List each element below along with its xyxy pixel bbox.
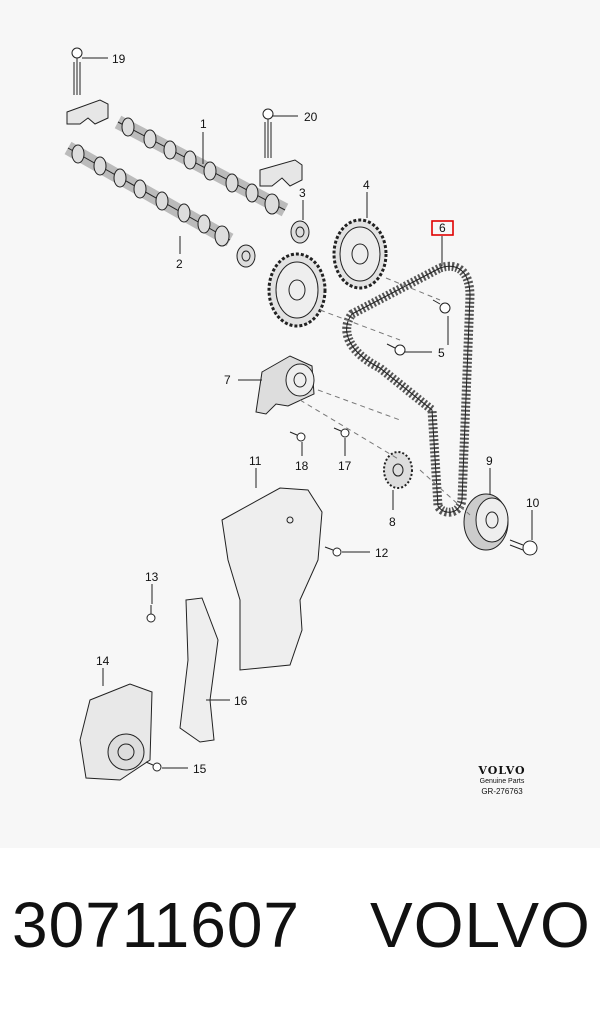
bolt-15-icon (145, 761, 162, 772)
callout-4: 4 (363, 178, 370, 192)
callout-leaders (82, 57, 533, 769)
callout-15: 15 (193, 762, 207, 776)
bolt-20-icon (262, 108, 274, 158)
bolt-10-icon (509, 539, 538, 556)
timing-cover-11-icon (221, 487, 323, 671)
bracket-16-icon (179, 597, 219, 743)
sprocket-4-icon (332, 218, 388, 290)
bearing-cap-left-icon (66, 99, 109, 125)
footer (0, 848, 600, 1018)
callout-10: 10 (526, 496, 540, 510)
callout-2: 2 (176, 257, 183, 271)
callout-1: 1 (200, 117, 207, 131)
bolt-19-icon (71, 47, 83, 95)
alignment-guides (299, 277, 471, 516)
callout-20: 20 (304, 110, 318, 124)
genuine-parts-label: Genuine Parts (479, 778, 525, 785)
camshaft-1-icon (114, 115, 289, 217)
bearing-cap-right-icon (259, 159, 303, 187)
crank-sprocket-8-icon (383, 451, 413, 489)
brand-stamp: VOLVO Genuine Parts GR-276763 (462, 764, 542, 796)
highlight-box-6 (431, 220, 454, 236)
bolt-13-icon (146, 605, 156, 623)
callout-5: 5 (438, 346, 445, 360)
exploded-view-drawing: 19 20 1 3 4 2 6 5 7 18 17 11 9 10 8 12 1… (64, 47, 540, 781)
callout-17: 17 (338, 459, 352, 473)
part-number: 30711607 (12, 889, 300, 961)
callout-13: 13 (145, 570, 159, 584)
bolt-5-icon (386, 299, 451, 356)
seal-3-icon (236, 220, 310, 268)
callout-19: 19 (112, 52, 126, 66)
callout-6: 6 (439, 221, 446, 235)
pulley-9-icon (463, 493, 509, 551)
bolt-18-icon (289, 431, 306, 442)
tensioner-7-icon (255, 355, 315, 415)
timing-belt-6-icon (342, 261, 475, 517)
callout-8: 8 (389, 515, 396, 529)
brand-name: VOLVO (370, 889, 591, 961)
volvo-logo: VOLVO (478, 764, 526, 777)
callout-12: 12 (375, 546, 389, 560)
camshaft-2-icon (64, 141, 234, 247)
diagram-code: GR-276763 (481, 787, 523, 796)
callout-11: 11 (249, 454, 262, 468)
lower-cover-14-icon (79, 683, 153, 781)
callout-3: 3 (299, 186, 306, 200)
sprocket-lower-icon (267, 252, 327, 328)
callout-16: 16 (234, 694, 248, 708)
bolt-12-icon (324, 546, 342, 557)
callout-9: 9 (486, 454, 493, 468)
callout-7: 7 (224, 373, 231, 387)
bolt-17-icon (333, 427, 350, 438)
callout-18: 18 (295, 459, 309, 473)
parts-diagram: 19 20 1 3 4 2 6 5 7 18 17 11 9 10 8 12 1… (64, 47, 542, 796)
callout-14: 14 (96, 654, 110, 668)
